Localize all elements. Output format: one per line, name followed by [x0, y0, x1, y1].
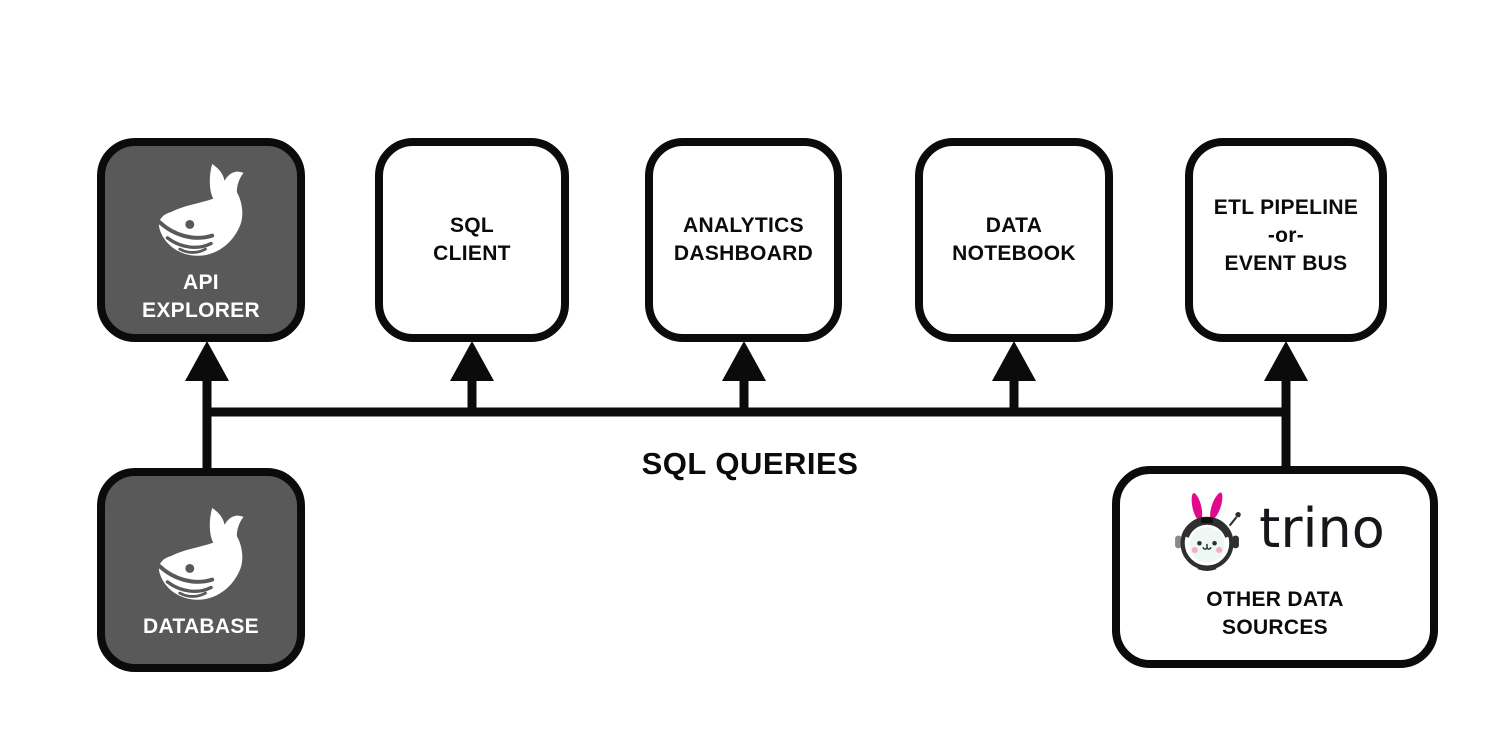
box-label-line: ANALYTICS	[683, 214, 804, 237]
arrow-head-etl-pipeline	[1264, 341, 1308, 381]
box-label: ANALYTICS DASHBOARD	[674, 212, 813, 268]
whale-icon	[157, 163, 244, 256]
box-label: API EXPLORER	[142, 269, 260, 325]
box-label-line: SOURCES	[1222, 616, 1328, 639]
box-label-line: API	[183, 271, 219, 294]
box-label-line: -or-	[1267, 224, 1305, 247]
sql-client-box: SQL CLIENT	[375, 138, 569, 342]
trino-wordmark: trino	[1259, 497, 1385, 560]
box-label-line: EXPLORER	[142, 299, 260, 322]
box-label-line: DASHBOARD	[673, 242, 814, 265]
arrow-head-api-explorer	[185, 341, 229, 381]
data-notebook-box: DATA NOTEBOOK	[915, 138, 1113, 342]
box-label-line: ETL PIPELINE	[1213, 196, 1359, 219]
box-label-line: DATABASE	[143, 615, 259, 638]
box-label-line: CLIENT	[433, 242, 511, 265]
box-label-line: DATA	[985, 214, 1043, 237]
etl-pipeline-box: ETL PIPELINE -or- EVENT BUS	[1185, 138, 1387, 342]
box-label: DATA NOTEBOOK	[952, 212, 1076, 268]
sql-queries-label: SQL QUERIES	[641, 446, 859, 481]
box-label: DATABASE	[143, 613, 259, 641]
trino-bunny-icon	[1175, 489, 1241, 571]
analytics-dashboard-box: ANALYTICS DASHBOARD	[645, 138, 842, 342]
box-label: SQL CLIENT	[433, 212, 511, 268]
box-label-line: OTHER DATA	[1206, 588, 1344, 611]
trino-logo: trino	[1165, 482, 1385, 586]
box-label: OTHER DATA SOURCES	[1206, 586, 1344, 642]
arrow-head-sql-client	[450, 341, 494, 381]
box-label-line: SQL	[449, 214, 495, 237]
box-label: ETL PIPELINE -or- EVENT BUS	[1214, 194, 1358, 278]
box-label-line: EVENT BUS	[1224, 252, 1348, 275]
box-label-line: NOTEBOOK	[952, 242, 1076, 265]
api-explorer-box: API EXPLORER	[97, 138, 305, 342]
other-data-sources-box: trino OTHER DATA SOURCES	[1112, 466, 1438, 668]
arrow-head-analytics-dashboard	[722, 341, 766, 381]
arrow-head-data-notebook	[992, 341, 1036, 381]
database-box: DATABASE	[97, 468, 305, 672]
whale-icon	[157, 507, 244, 600]
